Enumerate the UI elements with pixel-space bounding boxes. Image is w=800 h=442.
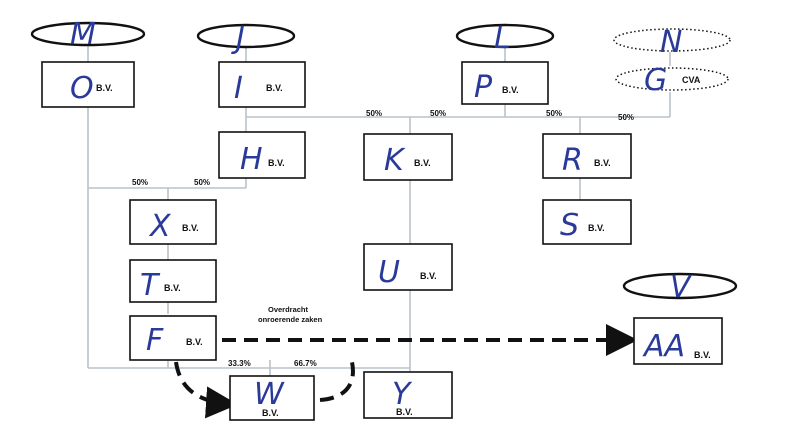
entity-k-letter: K	[384, 143, 406, 178]
shareholder-l: L	[455, 21, 555, 56]
entity-aa-letter: AA	[642, 329, 685, 364]
shareholder-j: J	[196, 21, 296, 56]
shareholder-v-letter: V	[670, 270, 693, 305]
entity-x-suffix: B.V.	[182, 223, 199, 233]
entity-w-suffix: B.V.	[262, 408, 279, 418]
transfer-arrow-f-to-w	[174, 361, 238, 419]
entity-t-suffix: B.V.	[164, 283, 181, 293]
entity-p-letter: P	[474, 70, 493, 105]
entity-y: Y B.V.	[363, 371, 453, 419]
entity-p-suffix: B.V.	[502, 85, 519, 95]
entity-k-suffix: B.V.	[414, 158, 431, 168]
entity-f-suffix: B.V.	[186, 337, 203, 347]
shareholder-m: M	[30, 17, 146, 52]
entity-h: H B.V.	[218, 131, 306, 179]
entity-g-letter: G	[644, 63, 667, 98]
shareholder-l-letter: L	[494, 21, 511, 56]
entity-u: U B.V.	[363, 243, 453, 291]
entity-r-letter: R	[562, 143, 583, 178]
transfer-arrows	[174, 324, 638, 419]
entity-s-letter: S	[560, 208, 579, 243]
pct-i-to-k: 50%	[366, 109, 382, 118]
entity-t-letter: T	[140, 268, 161, 303]
entity-h-suffix: B.V.	[268, 158, 285, 168]
pct-y-to-w: 66.7%	[294, 359, 317, 368]
entity-r-suffix: B.V.	[594, 158, 611, 168]
entity-p: P B.V.	[461, 61, 549, 105]
entity-o-letter: O	[70, 71, 94, 106]
entity-t: T B.V.	[129, 259, 217, 303]
transfer-arrow-y-to-w	[319, 361, 355, 402]
entity-aa: AA B.V.	[633, 317, 723, 365]
ownership-lines	[87, 44, 671, 376]
entity-o: O B.V.	[41, 61, 135, 108]
pct-f-to-w: 33.3%	[228, 359, 251, 368]
shareholder-n: N	[613, 25, 731, 60]
entity-aa-suffix: B.V.	[694, 350, 711, 360]
shareholder-m-letter: M	[70, 17, 96, 52]
entity-f-letter: F	[146, 323, 164, 358]
entity-i: I B.V.	[218, 61, 306, 108]
entity-i-suffix: B.V.	[266, 83, 283, 93]
entity-x-letter: X	[148, 209, 172, 244]
pct-g-to-r: 50%	[618, 113, 634, 122]
pct-p-to-k: 50%	[430, 109, 446, 118]
pct-p-to-r: 50%	[546, 109, 562, 118]
entity-h-letter: H	[240, 142, 263, 177]
entity-u-letter: U	[378, 255, 400, 290]
entity-g-suffix: CVA	[682, 75, 701, 85]
transfer-note-line2: onroerende zaken	[258, 315, 323, 324]
shareholder-n-letter: N	[660, 25, 682, 60]
entity-k: K B.V.	[363, 133, 453, 181]
entity-i-letter: I	[234, 71, 243, 106]
entity-y-suffix: B.V.	[396, 407, 413, 417]
entity-g: G CVA	[615, 63, 729, 98]
entity-f: F B.V.	[129, 315, 217, 361]
entity-y-letter: Y	[392, 377, 413, 412]
entity-w-letter: W	[254, 377, 285, 412]
entity-x: X B.V.	[129, 199, 217, 245]
entity-u-suffix: B.V.	[420, 271, 437, 281]
shareholder-v: V	[622, 270, 738, 305]
transfer-note-line1: Overdracht	[268, 305, 309, 314]
entity-r: R B.V.	[542, 133, 632, 179]
entity-o-suffix: B.V.	[96, 83, 113, 93]
entity-w: W B.V.	[229, 375, 315, 421]
pct-o-to-x: 50%	[132, 178, 148, 187]
entity-s: S B.V.	[542, 199, 632, 245]
pct-h-to-x: 50%	[194, 178, 210, 187]
entity-s-suffix: B.V.	[588, 223, 605, 233]
